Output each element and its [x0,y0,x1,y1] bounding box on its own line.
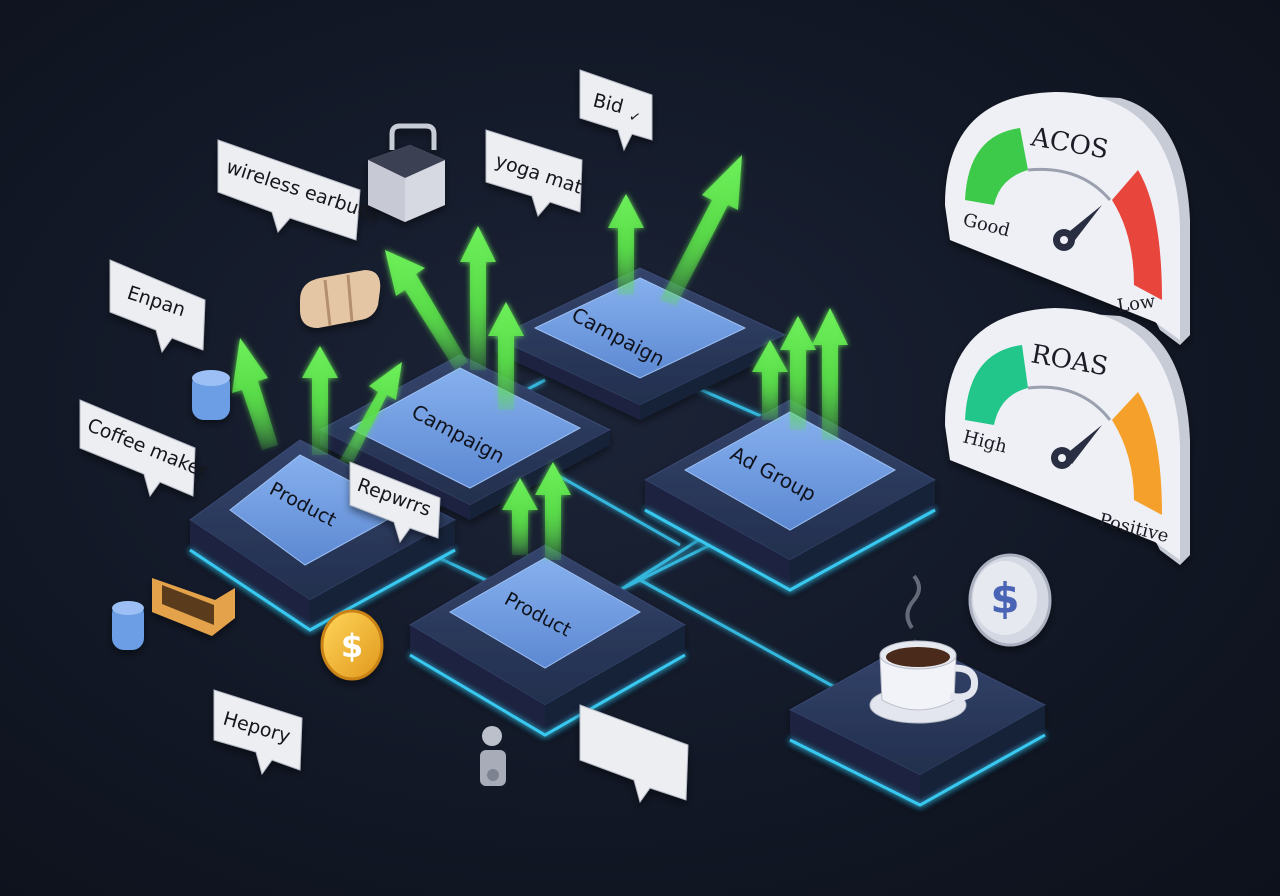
growth-arrow [608,194,644,295]
acos-gauge: ACOS Good Low [945,92,1190,345]
acos-low-segment [1112,170,1162,300]
growth-arrow [232,338,278,450]
growth-arrow [302,346,338,455]
connector-line [639,578,841,692]
growth-arrow [780,316,816,430]
growth-arrow [812,308,848,440]
growth-arrow [460,226,496,370]
connector-line [539,463,681,547]
keyword-bubble-bid: Bid ✓ [579,69,653,152]
cylinder-device-icon [192,370,230,420]
keyword-bubble-wireless-earbuds: wireless earbuds [217,139,382,241]
wooden-tray-icon [152,578,235,636]
svg-text:$: $ [341,627,363,665]
figurine-icon [480,726,506,786]
small-cylinder-icon [112,601,144,650]
blank-bubble [579,704,689,804]
connector-line [689,383,771,422]
growth-arrow [535,462,571,560]
roas-gauge: ROAS High Positive [945,308,1190,565]
growth-arrow [488,302,524,410]
growth-arrow [502,478,538,555]
growth-arrow [340,362,402,465]
keyword-bubble-repwrrs: Repwrrs [349,461,441,544]
growth-arrows [232,155,848,560]
roas-positive-segment [1112,392,1162,515]
dollar-badge-icon: $ [968,553,1052,647]
dollar-coin-icon: $ [320,609,384,681]
node-product-left[interactable] [189,439,457,632]
keyword-bubble-hepory: Hepory [213,689,303,776]
coffee-cup-icon [869,574,979,724]
acos-good-segment [965,128,1028,205]
growth-arrow [660,155,742,306]
keyword-bubble-coffee-maker: Coffee maker [79,399,211,498]
keyword-bubble-enpan: Enpan [109,259,206,354]
roas-high-segment [965,345,1028,425]
growth-arrow [752,340,788,420]
check-icon: ✓ [627,108,642,126]
smart-speaker-icon [368,123,445,222]
growth-arrow [385,250,468,370]
node-ad-group[interactable] [643,399,937,592]
node-campaign-top[interactable] [493,267,787,420]
svg-text:$: $ [990,574,1019,623]
keyword-bubble-yoga-mat: yoga mat [485,129,585,218]
wristband-icon [300,270,381,328]
